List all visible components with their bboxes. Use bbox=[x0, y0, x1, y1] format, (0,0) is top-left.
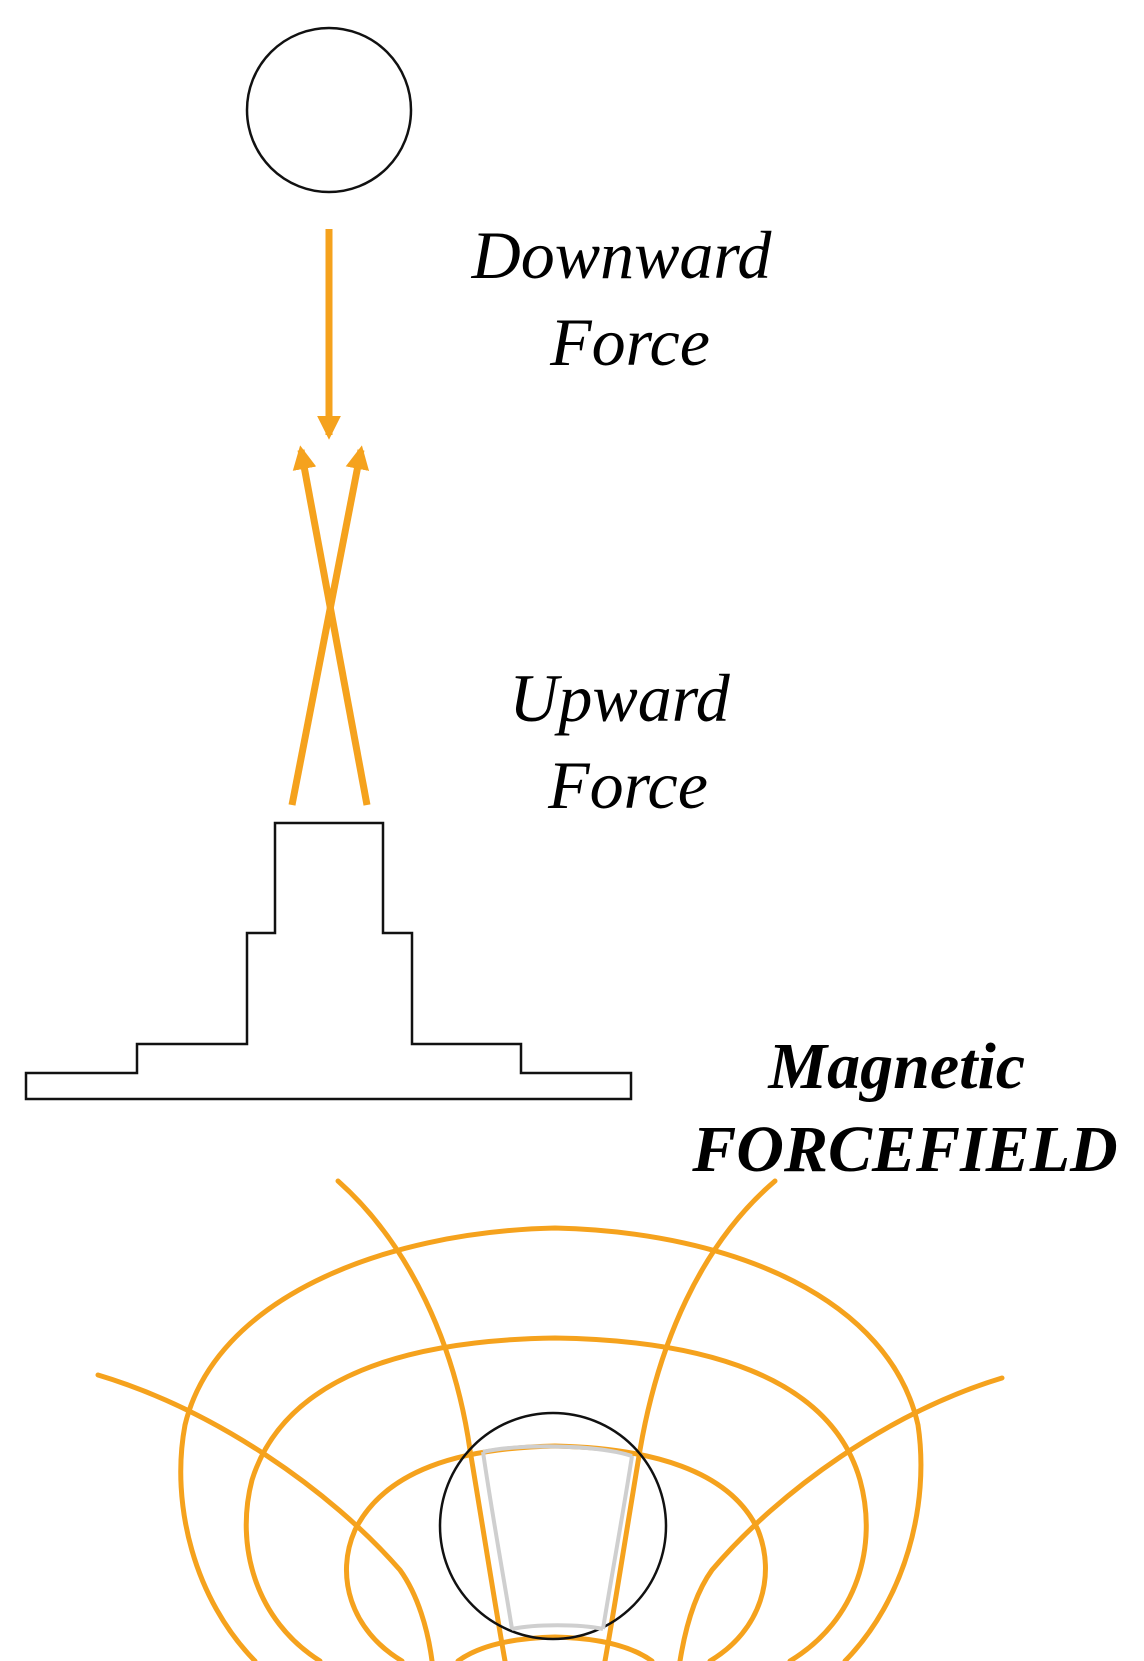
falling-ball bbox=[245, 26, 413, 194]
field-loop-inner bbox=[344, 1443, 768, 1661]
field-loop-middle bbox=[243, 1335, 869, 1661]
field-line-upper-left bbox=[335, 1178, 508, 1661]
field-line-upper-right bbox=[602, 1178, 778, 1661]
upward-force-line-2: Force bbox=[547, 747, 708, 823]
inner-line-bottom bbox=[511, 1623, 604, 1631]
inner-field-lines bbox=[481, 1444, 634, 1631]
upward-arrow-left bbox=[292, 445, 371, 806]
inner-line-top bbox=[482, 1444, 633, 1458]
inner-line-left bbox=[481, 1451, 514, 1630]
upward-arrow-right bbox=[288, 445, 370, 806]
stepped-pyramid bbox=[24, 821, 633, 1101]
downward-force-line-2: Force bbox=[549, 304, 710, 380]
upward-force-label: Upward Force bbox=[509, 660, 746, 823]
field-loop-outer bbox=[178, 1225, 924, 1661]
field-loop-bottom bbox=[455, 1634, 655, 1661]
magnetic-forcefield-line-2: FORCEFIELD bbox=[691, 1113, 1117, 1186]
downward-force-label: Downward Force bbox=[471, 217, 789, 380]
inner-line-right bbox=[601, 1455, 634, 1630]
magnetic-forcefield-line-1: Magnetic bbox=[767, 1030, 1025, 1103]
field-line-left bbox=[95, 1372, 435, 1661]
field-ball bbox=[438, 1411, 668, 1641]
downward-force-line-1: Downward bbox=[471, 217, 773, 293]
upward-force-line-1: Upward bbox=[509, 660, 730, 736]
magnetic-field-lines bbox=[95, 1178, 1005, 1661]
field-line-right bbox=[677, 1375, 1005, 1661]
magnetic-forcefield-label: Magnetic FORCEFIELD bbox=[691, 1030, 1117, 1186]
